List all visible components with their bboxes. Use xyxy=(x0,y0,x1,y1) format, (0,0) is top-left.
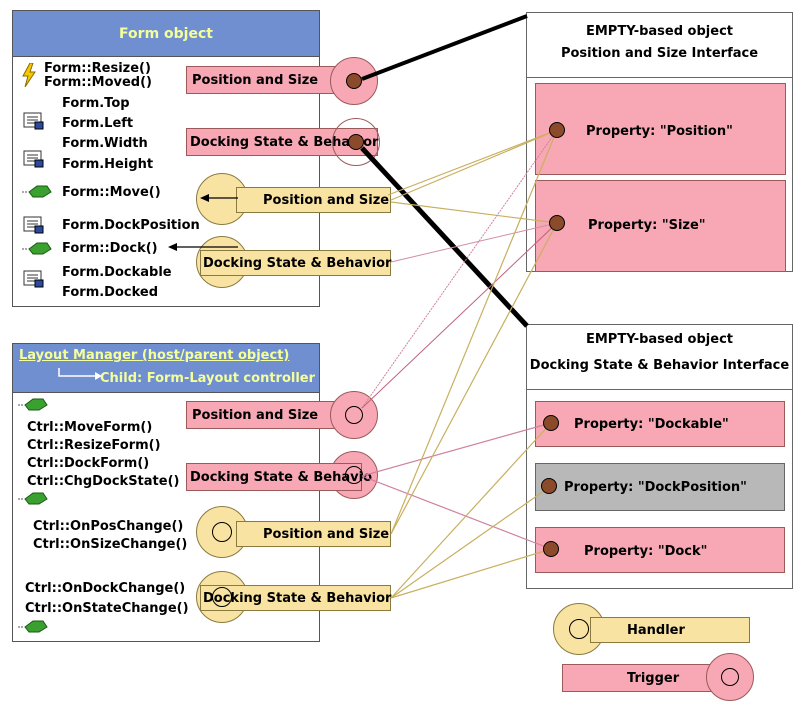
handler-docking-form-label: Docking State & Behavior xyxy=(203,255,392,271)
legend-trigger-inner-ring xyxy=(721,668,739,686)
property-dock-label: Property: "Dock" xyxy=(584,544,708,559)
handler-position-size-layout: Position and Size xyxy=(236,521,391,547)
arrow-right-icon xyxy=(58,368,102,380)
form-moved-text: Form::Moved() xyxy=(44,75,152,90)
property-size-node xyxy=(549,215,565,231)
method-icon xyxy=(22,242,52,255)
property-position-label: Property: "Position" xyxy=(586,124,733,139)
form-dock-text: Form::Dock() xyxy=(62,241,158,256)
form-resize-text: Form::Resize() xyxy=(44,61,151,76)
layout-manager-title: Layout Manager (host/parent object) xyxy=(19,348,290,363)
property-dock: Property: "Dock" xyxy=(535,527,785,573)
lightning-icon xyxy=(22,63,36,87)
handler-inner-ring xyxy=(212,522,232,542)
form-height-text: Form.Height xyxy=(62,157,154,172)
position-size-interface: EMPTY-based object Position and Size Int… xyxy=(526,12,793,272)
form-dockposition-text: Form.DockPosition xyxy=(62,218,200,233)
trigger-docking-form-label: Docking State & Behavior xyxy=(190,134,379,150)
trigger-inner-ring xyxy=(345,406,363,424)
form-move-text: Form::Move() xyxy=(62,185,161,200)
docking-interface: EMPTY-based object Docking State & Behav… xyxy=(526,324,793,589)
property-dockable: Property: "Dockable" xyxy=(535,401,785,447)
method-icon xyxy=(18,398,48,411)
property-dockposition-label: Property: "DockPosition" xyxy=(564,480,747,495)
layout-manager-header: Layout Manager (host/parent object) Chil… xyxy=(13,344,319,393)
method-icon xyxy=(18,492,48,505)
property-position-node xyxy=(549,122,565,138)
handler-position-size-form: Position and Size xyxy=(236,187,391,213)
form-dockable-text: Form.Dockable xyxy=(62,265,172,280)
handler-docking-form: Docking State & Behavior xyxy=(200,250,391,276)
form-width-text: Form.Width xyxy=(62,136,148,151)
property-dockposition-node xyxy=(541,478,557,494)
trigger-position-size-form-label: Position and Size xyxy=(192,72,319,88)
node-dot xyxy=(348,134,364,150)
property-list-icon xyxy=(23,216,44,234)
property-dockposition: Property: "DockPosition" xyxy=(535,463,785,511)
trigger-inner-ring xyxy=(345,466,363,484)
form-docked-text: Form.Docked xyxy=(62,285,159,300)
ctrl-moveform-text: Ctrl::MoveForm() xyxy=(27,420,153,435)
form-left-text: Form.Left xyxy=(62,116,134,131)
property-list-icon xyxy=(23,112,44,130)
property-list-icon xyxy=(23,150,44,168)
ctrl-resizeform-text: Ctrl::ResizeForm() xyxy=(27,438,161,453)
legend-handler-inner-ring xyxy=(569,619,589,639)
legend-handler: Handler xyxy=(590,617,750,643)
ctrl-onstatechange-text: Ctrl::OnStateChange() xyxy=(25,601,189,616)
legend-trigger: Trigger xyxy=(562,664,722,692)
ctrl-ondockchange-text: Ctrl::OnDockChange() xyxy=(25,581,186,596)
legend-handler-label: Handler xyxy=(627,622,685,638)
handler-position-size-layout-label: Position and Size xyxy=(263,526,390,542)
trigger-circle xyxy=(330,391,378,439)
node-dot xyxy=(346,73,362,89)
property-size: Property: "Size" xyxy=(535,180,786,272)
method-icon xyxy=(18,620,48,633)
ctrl-onposchange-text: Ctrl::OnPosChange() xyxy=(33,519,184,534)
ctrl-onsizechange-text: Ctrl::OnSizeChange() xyxy=(33,537,188,552)
method-icon xyxy=(22,185,52,198)
ctrl-chgdockstate-text: Ctrl::ChgDockState() xyxy=(27,474,180,489)
form-top-text: Form.Top xyxy=(62,96,130,111)
property-position: Property: "Position" xyxy=(535,83,786,175)
property-dockable-label: Property: "Dockable" xyxy=(574,417,729,432)
docking-interface-title-1: EMPTY-based object xyxy=(585,332,733,347)
position-size-interface-title-2: Position and Size Interface xyxy=(560,46,759,61)
property-list-icon xyxy=(23,270,44,288)
ctrl-dockform-text: Ctrl::DockForm() xyxy=(27,456,150,471)
divider xyxy=(527,389,792,390)
form-object-panel: Form object Form::Resize() Form::Moved()… xyxy=(12,10,320,307)
legend-trigger-label: Trigger xyxy=(627,670,680,686)
property-dockable-node xyxy=(543,415,559,431)
form-object-title: Form object xyxy=(13,11,319,57)
handler-inner-ring xyxy=(212,587,232,607)
trigger-docking-layout-label: Docking State & Behavio xyxy=(190,469,372,485)
docking-interface-title-2: Docking State & Behavior Interface xyxy=(529,358,790,373)
position-size-interface-title-1: EMPTY-based object xyxy=(585,24,733,39)
handler-position-size-form-label: Position and Size xyxy=(263,192,390,208)
trigger-circle xyxy=(332,118,380,166)
trigger-position-size-layout: Position and Size xyxy=(186,401,356,429)
property-size-label: Property: "Size" xyxy=(588,218,706,233)
trigger-position-size-form: Position and Size xyxy=(186,66,356,94)
layout-manager-subtitle: Child: Form-Layout controller xyxy=(100,371,316,386)
divider xyxy=(527,77,792,78)
property-dock-node xyxy=(543,541,559,557)
trigger-position-size-layout-label: Position and Size xyxy=(192,407,319,423)
trigger-docking-layout: Docking State & Behavio xyxy=(186,463,372,491)
handler-docking-layout-label: Docking State & Behavior xyxy=(203,590,392,606)
